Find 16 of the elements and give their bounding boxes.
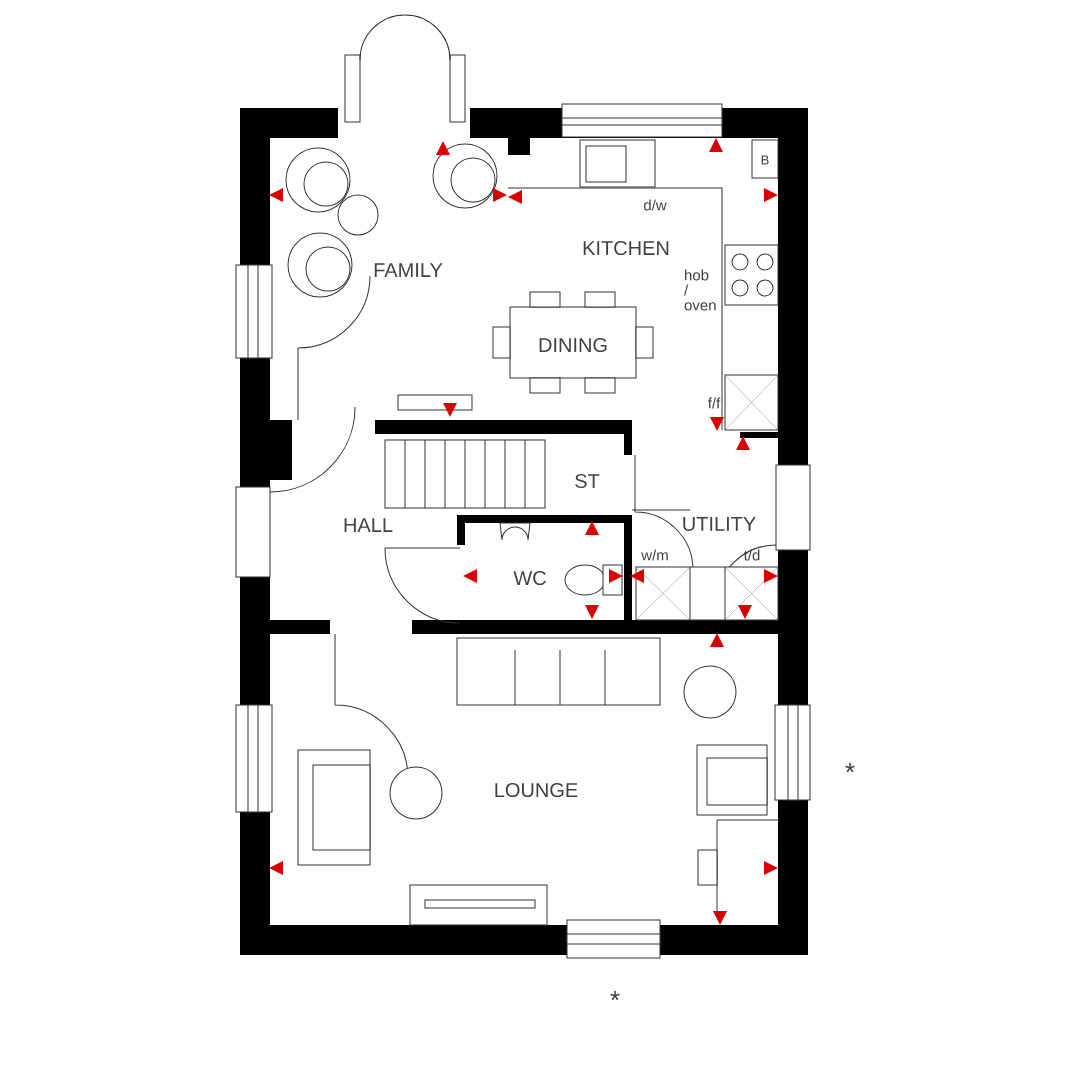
note-mark: * xyxy=(845,763,855,773)
room-label: HALL xyxy=(344,518,393,532)
room-label: FAMILY xyxy=(374,263,443,277)
room-label: ST xyxy=(575,473,600,489)
appliance-label: w/m xyxy=(641,549,668,561)
appliance-label: B xyxy=(761,155,769,165)
room-label: LOUNGE xyxy=(495,782,578,798)
room-label: KITCHEN xyxy=(583,240,669,256)
room-label: UTILITY xyxy=(683,517,756,531)
appliance-label: hob / oven xyxy=(684,269,716,311)
room-label: DINING xyxy=(539,337,607,353)
appliance-label: t/d xyxy=(743,549,760,561)
appliance-label: d/w xyxy=(643,199,667,211)
note-mark: * xyxy=(610,991,620,1001)
appliance-label: f/f xyxy=(707,397,721,409)
room-label: WC xyxy=(513,570,546,586)
